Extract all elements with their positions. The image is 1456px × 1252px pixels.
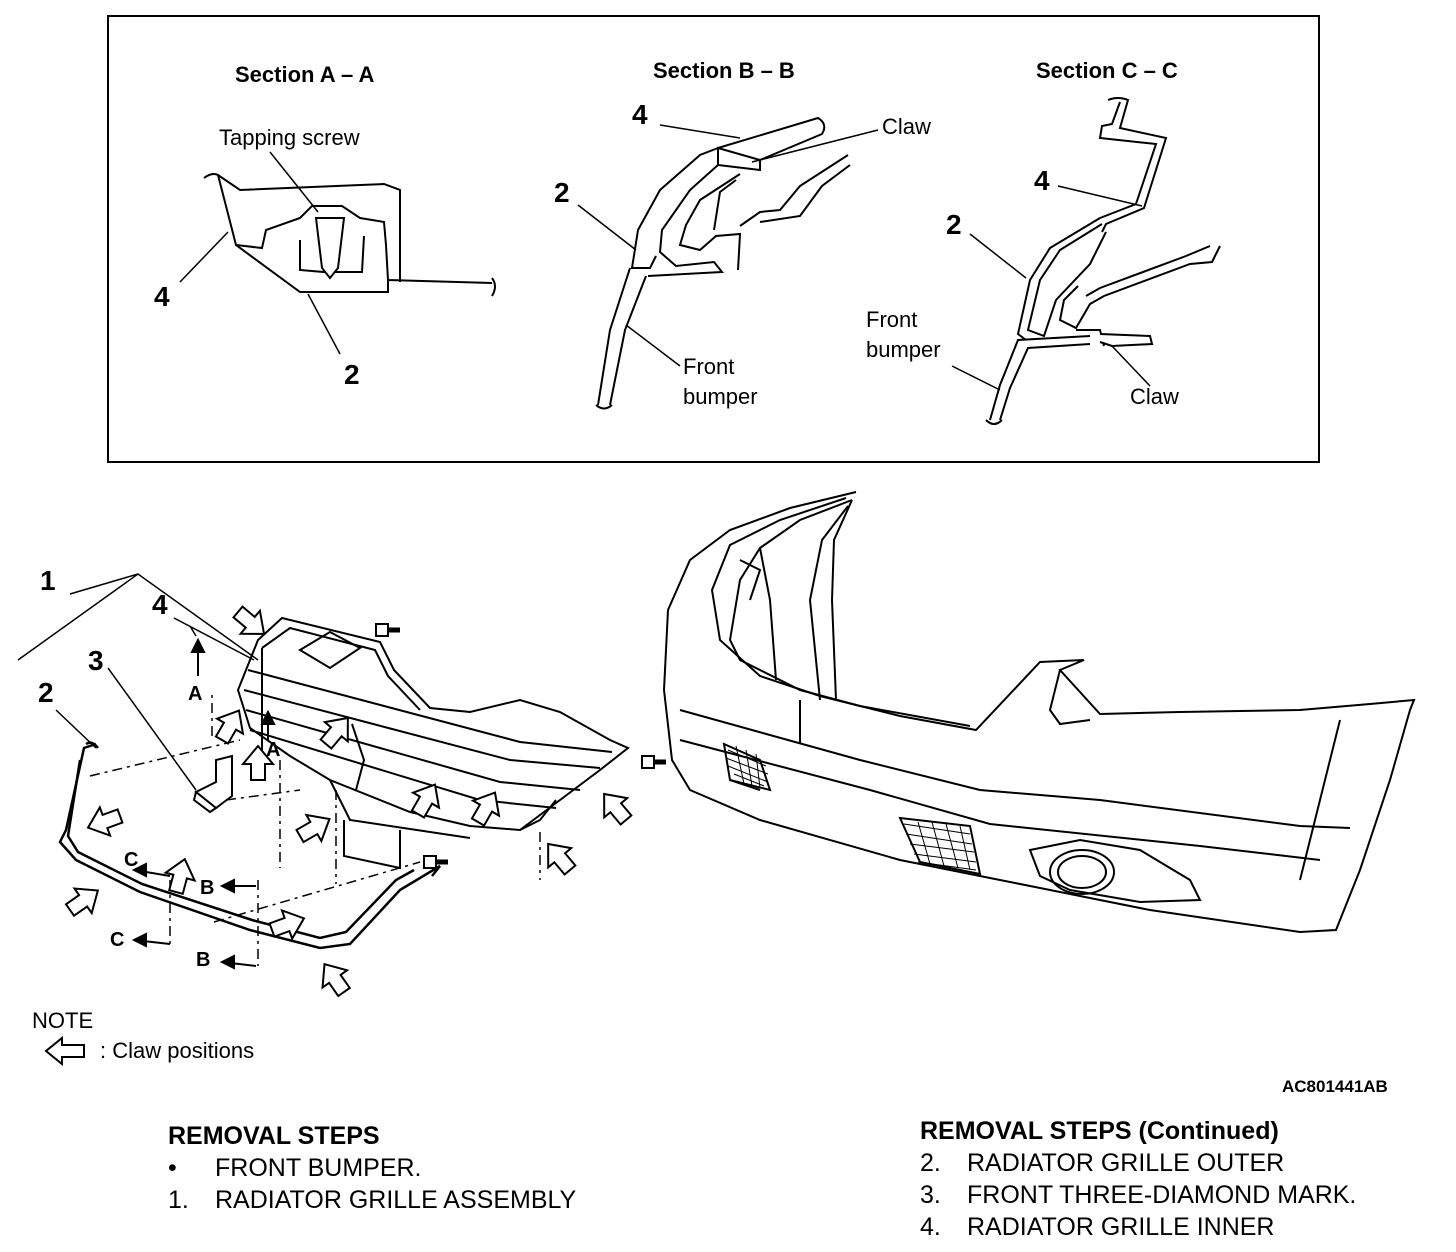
claw-arrow-icon xyxy=(535,833,583,881)
claw-arrow-icon xyxy=(291,805,338,850)
claw-arrow-icon xyxy=(311,954,358,1002)
section-marker-c: C xyxy=(110,929,124,951)
claw-arrow-icon xyxy=(464,784,509,831)
removal-step-number: 3. xyxy=(920,1181,941,1209)
section-c-leader-bumper xyxy=(951,365,1001,391)
section-b-leader-bumper xyxy=(625,324,681,367)
section-c-title: Section C – C xyxy=(1036,58,1178,83)
section-c-label-4: 4 xyxy=(1034,165,1050,196)
section-b-claw-label: Claw xyxy=(882,114,931,139)
section-marker-b: B xyxy=(196,949,210,971)
grille-inner-drawing xyxy=(236,616,630,870)
main-label-4: 4 xyxy=(152,589,168,620)
section-a-leader-screw xyxy=(269,151,319,213)
section-a-leader-4 xyxy=(179,231,229,283)
removal-step-text: RADIATOR GRILLE ASSEMBLY xyxy=(215,1186,577,1214)
section-marker-a: A xyxy=(266,739,280,761)
bolt-icon xyxy=(424,856,448,868)
note-claw-positions: : Claw positions xyxy=(100,1038,254,1063)
bumper-mesh xyxy=(725,745,977,871)
section-b-label-2: 2 xyxy=(554,177,570,208)
tapping-screw-label: Tapping screw xyxy=(219,125,360,150)
section-marker-a: A xyxy=(188,683,202,705)
removal-step-number: 4. xyxy=(920,1213,941,1241)
bolt-icon xyxy=(642,756,666,768)
removal-step-number: 2. xyxy=(920,1149,941,1177)
section-c-drawing xyxy=(985,97,1221,425)
removal-step-text: RADIATOR GRILLE OUTER xyxy=(967,1149,1285,1177)
claw-arrow-icon xyxy=(591,783,639,831)
removal-step-number: • xyxy=(168,1154,177,1182)
section-b-drawing xyxy=(595,116,851,410)
removal-step-number: 1. xyxy=(168,1186,189,1214)
main-label-1: 1 xyxy=(40,565,56,596)
grille-outer-drawing xyxy=(58,741,441,950)
section-b-title: Section B – B xyxy=(653,58,795,83)
section-b-front-label: Front xyxy=(683,354,734,379)
removal-step: 1. RADIATOR GRILLE ASSEMBLY xyxy=(168,1184,576,1216)
removal-step-text: FRONT BUMPER. xyxy=(215,1154,422,1182)
claw-arrow-icon xyxy=(60,877,108,924)
claw-arrow-icon xyxy=(265,903,311,946)
removal-step: 4. RADIATOR GRILLE INNER xyxy=(920,1211,1356,1243)
claw-arrow-icon xyxy=(208,702,253,749)
section-markers xyxy=(131,637,276,970)
section-a-drawing xyxy=(203,173,496,297)
section-a-title: Section A – A xyxy=(235,62,374,87)
section-marker-c: C xyxy=(124,849,138,871)
main-label-3: 3 xyxy=(88,645,104,676)
front-bumper-drawing xyxy=(662,491,1416,934)
section-b-leader-2 xyxy=(577,204,637,251)
main-label-2: 2 xyxy=(38,677,54,708)
section-b-leader-claw xyxy=(751,129,879,163)
section-b-leader-4 xyxy=(659,124,741,139)
note-title: NOTE xyxy=(32,1008,93,1033)
section-marker-b: B xyxy=(200,877,214,899)
section-c-bumper-label: bumper xyxy=(866,337,941,362)
section-c-front-label: Front xyxy=(866,307,917,332)
main-leaders xyxy=(17,573,259,791)
claw-arrow-icon xyxy=(227,599,275,647)
section-c-leader-claw xyxy=(1111,345,1151,387)
removal-steps-continued-title: REMOVAL STEPS (Continued) xyxy=(920,1117,1279,1145)
claw-arrow-icon xyxy=(81,800,127,843)
section-c-label-2: 2 xyxy=(946,209,962,240)
section-b-label-4: 4 xyxy=(632,99,648,130)
section-c-leader-2 xyxy=(969,233,1027,279)
removal-step: 3. FRONT THREE-DIAMOND MARK. xyxy=(920,1179,1356,1211)
removal-step: • FRONT BUMPER. xyxy=(168,1152,576,1184)
section-c-leader-4 xyxy=(1057,185,1143,207)
section-b-bumper-label: bumper xyxy=(683,384,758,409)
note-claw-icon xyxy=(44,1035,85,1067)
section-c-claw-label: Claw xyxy=(1130,384,1179,409)
removal-steps-right: REMOVAL STEPS (Continued) 2. RADIATOR GR… xyxy=(920,1115,1356,1243)
three-diamond-mark-drawing xyxy=(192,754,233,814)
section-a-label-2: 2 xyxy=(344,359,360,390)
sections-frame xyxy=(107,15,1320,463)
exploded-view-guides xyxy=(89,690,541,966)
section-a-leader-2 xyxy=(307,293,341,355)
section-a-label-4: 4 xyxy=(154,281,170,312)
removal-step-text: FRONT THREE-DIAMOND MARK. xyxy=(967,1181,1357,1209)
removal-steps-left: REMOVAL STEPS • FRONT BUMPER. 1. RADIATO… xyxy=(168,1120,576,1216)
bolt-icon xyxy=(376,624,400,636)
removal-step-text: RADIATOR GRILLE INNER xyxy=(967,1213,1275,1241)
removal-step: 2. RADIATOR GRILLE OUTER xyxy=(920,1147,1356,1179)
removal-steps-title: REMOVAL STEPS xyxy=(168,1122,380,1150)
figure-id: AC801441AB xyxy=(1282,1077,1388,1096)
